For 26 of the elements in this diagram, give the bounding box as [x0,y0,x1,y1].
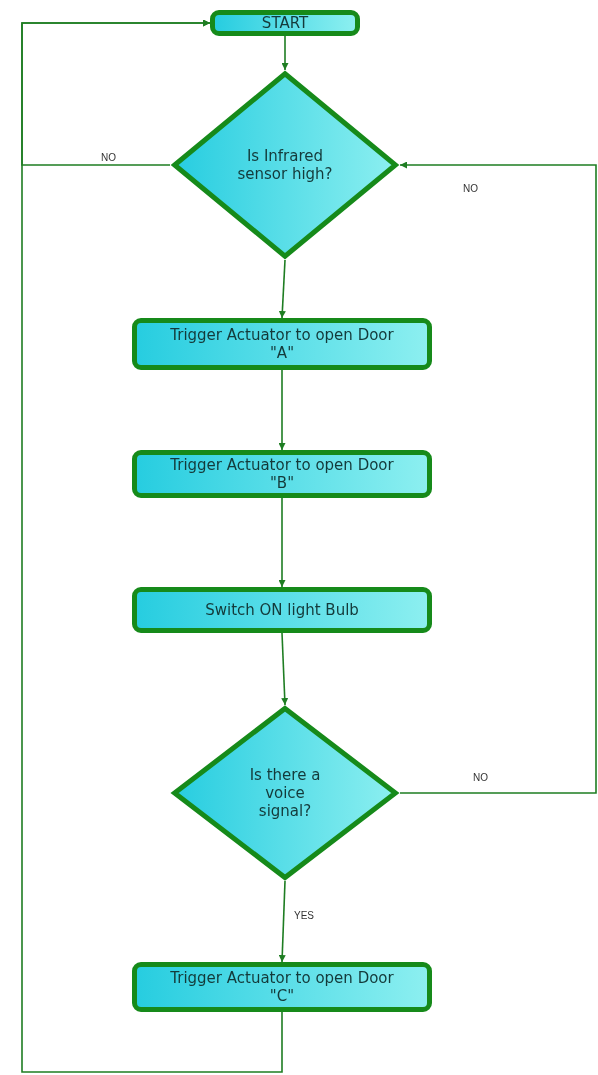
node-text: Trigger Actuator to open Door "C" [169,969,395,1005]
process-box [132,318,432,370]
node-text: Switch ON light Bulb [205,601,359,619]
node-text: Trigger Actuator to open Door "A" [169,326,395,362]
node-text: Is there a voice signal? [248,766,322,820]
decision-diamond [170,705,400,881]
process-box [132,587,432,633]
arrow [21,19,283,1073]
arrow [281,632,289,706]
process-box [210,10,360,36]
node-text: Is Infrared sensor high? [237,147,333,183]
edge-label: NO [472,772,489,783]
node-text: Trigger Actuator to open Door "B" [169,456,395,492]
arrow [399,161,597,794]
process-box [132,450,432,498]
arrow [278,369,286,451]
arrow [278,259,286,319]
decision-diamond [170,70,400,260]
arrow [281,35,289,71]
arrow [278,497,286,588]
arrow [278,880,286,963]
process-box [132,962,432,1012]
branch-label: NO [462,183,479,194]
edge-label: NO [100,152,117,163]
node-text: START [261,14,309,32]
edge-label: YES [293,910,315,921]
